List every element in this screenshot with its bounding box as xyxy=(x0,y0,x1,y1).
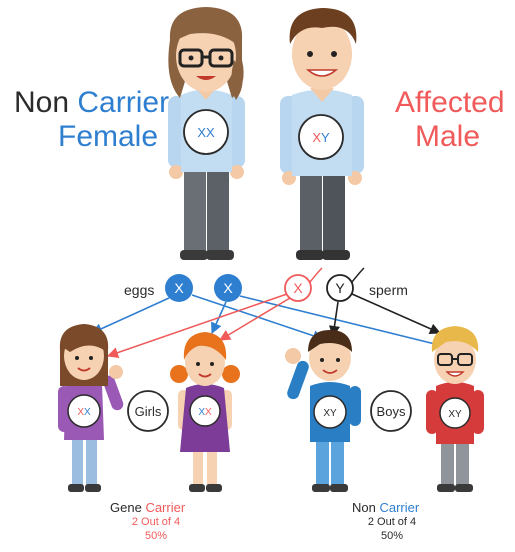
mother-genotype: XX xyxy=(197,125,215,140)
father-genotype: XY xyxy=(312,130,330,145)
girl-2-chromosome-circle xyxy=(189,395,221,427)
girl-1-chromosome-circle xyxy=(67,394,101,428)
male-label: Male xyxy=(415,120,481,153)
boy-2-genotype: XY xyxy=(448,409,462,420)
arrow-egg1-girl1 xyxy=(90,297,170,334)
egg-gamete-1 xyxy=(165,274,193,302)
boy-1-genotype: XY xyxy=(323,408,337,419)
egg-gamete-1-label: X xyxy=(174,280,184,296)
arrow-spermx-girl1 xyxy=(106,293,288,358)
sperm-x-label: X xyxy=(293,280,303,296)
sperm-y-gamete xyxy=(326,267,365,302)
boys-carrier-label: Carrier xyxy=(379,500,420,515)
boys-badge xyxy=(370,390,412,432)
girls-percent: 50% xyxy=(144,530,168,542)
mother-title-line1: Non Carrier xyxy=(14,86,169,120)
girls-badge xyxy=(127,390,169,432)
girls-carrier-label: Carrier xyxy=(145,500,186,515)
gene-label: Gene xyxy=(110,500,142,515)
sperm-label: sperm xyxy=(369,282,408,298)
affected-label: Affected xyxy=(395,86,505,119)
boys-non-label: Non xyxy=(352,500,376,515)
father-chromosome-circle xyxy=(298,114,344,160)
girl-1-genotype: XX xyxy=(77,407,91,418)
female-label: Female xyxy=(58,120,159,153)
carrier-label: Carrier xyxy=(77,86,170,119)
arrow-spermx-girl2 xyxy=(219,297,291,341)
boy-2-chromosome-circle xyxy=(439,397,471,429)
girls-label: Girls xyxy=(135,404,162,419)
girls-result-title: Gene Carrier xyxy=(110,500,185,515)
eggs-label: eggs xyxy=(124,282,155,298)
boys-result-title: Non Carrier xyxy=(352,500,419,515)
sperm-x-gamete xyxy=(284,267,323,302)
arrow-spermy-boy2 xyxy=(351,293,442,335)
mother-chromosome-circle xyxy=(183,109,229,155)
boys-label: Boys xyxy=(377,404,406,419)
sperm-y-label: Y xyxy=(335,280,345,296)
arrow-egg2-boy2 xyxy=(239,295,445,350)
girls-ratio: 2 Out of 4 xyxy=(131,516,181,528)
girl-2-genotype: XX xyxy=(198,407,212,418)
non-label: Non xyxy=(14,86,70,119)
boy-1-chromosome-circle xyxy=(313,395,347,429)
boys-percent: 50% xyxy=(380,530,404,542)
boys-ratio: 2 Out of 4 xyxy=(367,516,417,528)
egg-gamete-2 xyxy=(214,274,242,302)
egg-gamete-2-label: X xyxy=(223,280,233,296)
inheritance-arrows xyxy=(90,293,445,358)
